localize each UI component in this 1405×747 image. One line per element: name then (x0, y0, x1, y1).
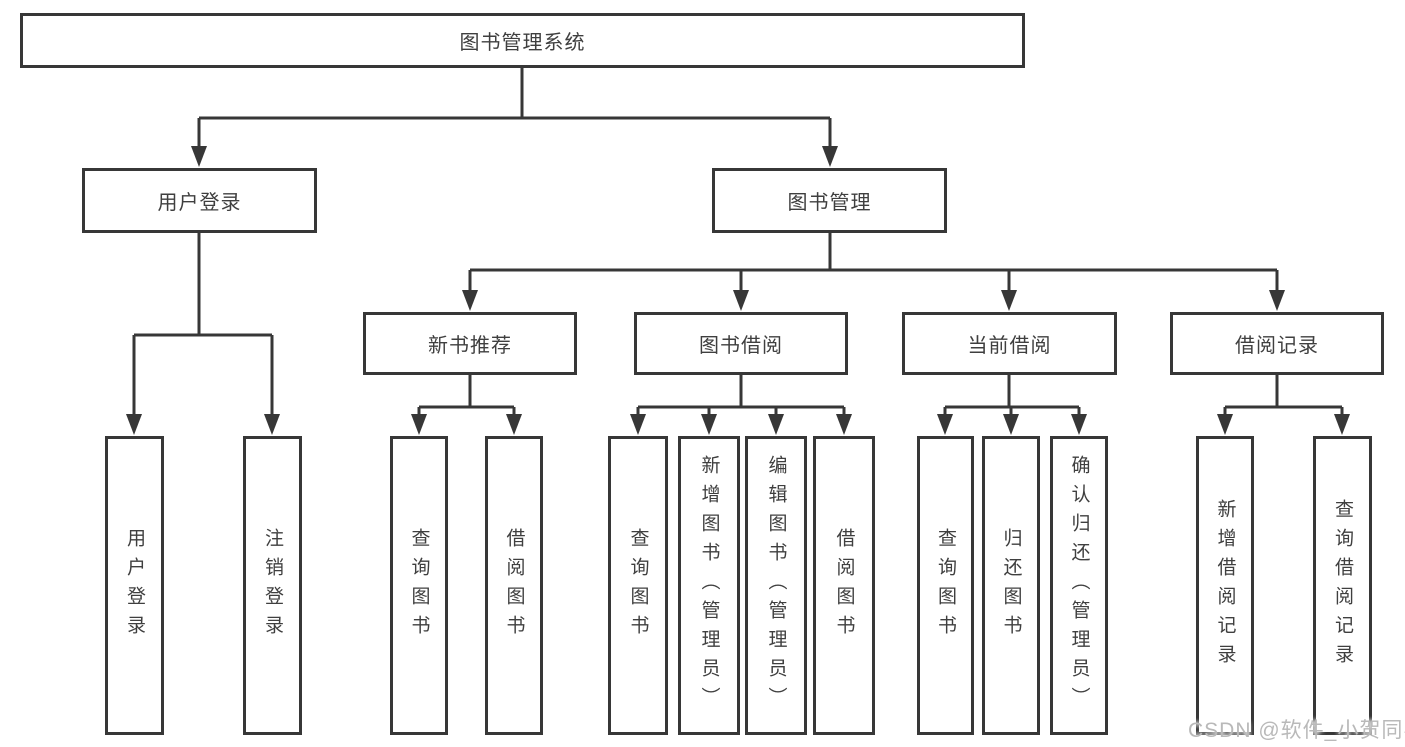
node-current-borrow: 当前借阅 (902, 312, 1117, 375)
node-leaf-query-borrow-record: 查询借阅记录 (1313, 436, 1372, 735)
node-user-login: 用户登录 (82, 168, 317, 233)
node-label: 新增图书（管理员） (698, 455, 720, 716)
node-leaf-logout: 注销登录 (243, 436, 302, 735)
node-leaf-user-login: 用户登录 (105, 436, 164, 735)
connector-root-to-level2 (191, 68, 838, 167)
connector-borrow-records-children (1217, 375, 1350, 435)
connector-current-borrow-children (937, 375, 1087, 435)
node-label: 图书管理 (787, 192, 872, 214)
connector-book-borrow-children (630, 375, 852, 435)
connector-user-login-children (126, 233, 280, 435)
connector-book-management-children (462, 233, 1285, 311)
node-leaf-add-books-admin: 新增图书（管理员） (678, 436, 740, 735)
node-label: 查询图书 (627, 527, 649, 644)
node-leaf-return-books: 归还图书 (982, 436, 1040, 735)
node-label: 图书管理系统 (459, 32, 586, 54)
node-label: 当前借阅 (967, 335, 1052, 357)
node-leaf-query-books: 查询图书 (608, 436, 668, 735)
node-label: 归还图书 (1000, 527, 1022, 644)
node-book-management: 图书管理 (712, 168, 947, 233)
node-leaf-query-books: 查询图书 (917, 436, 974, 735)
node-book-borrow: 图书借阅 (634, 312, 848, 375)
node-label: 用户登录 (124, 527, 145, 644)
node-leaf-borrow-books: 借阅图书 (813, 436, 875, 735)
node-leaf-borrow-books: 借阅图书 (485, 436, 543, 735)
node-label: 借阅记录 (1235, 335, 1319, 357)
node-label: 确认归还（管理员） (1068, 455, 1090, 716)
node-leaf-query-books: 查询图书 (390, 436, 448, 735)
csdn-watermark: CSDN @软件_小贺同学 (1188, 719, 1405, 742)
node-label: 图书借阅 (699, 335, 783, 357)
connector-new-book-children (411, 375, 522, 435)
node-label: 查询借阅记录 (1332, 498, 1353, 673)
node-system-root: 图书管理系统 (20, 13, 1025, 68)
node-label: 新书推荐 (428, 335, 512, 357)
node-leaf-confirm-return-admin: 确认归还（管理员） (1050, 436, 1108, 735)
node-new-book-recommend: 新书推荐 (363, 312, 577, 375)
node-label: 注销登录 (262, 527, 283, 644)
node-leaf-add-borrow-record: 新增借阅记录 (1196, 436, 1254, 735)
node-label: 查询图书 (408, 527, 430, 644)
node-borrow-records: 借阅记录 (1170, 312, 1384, 375)
node-label: 新增借阅记录 (1214, 498, 1236, 673)
node-label: 借阅图书 (833, 527, 855, 644)
node-label: 编辑图书（管理员） (765, 455, 787, 716)
node-label: 查询图书 (935, 527, 956, 644)
node-label: 用户登录 (157, 192, 242, 214)
node-leaf-edit-books-admin: 编辑图书（管理员） (745, 436, 807, 735)
node-label: 借阅图书 (503, 527, 525, 644)
